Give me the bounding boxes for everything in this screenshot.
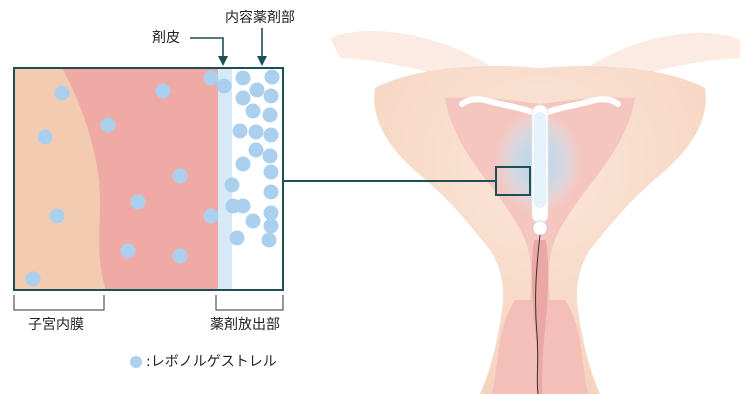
- levonorgestrel-particle: [236, 91, 251, 106]
- levonorgestrel-particle: [225, 178, 240, 193]
- iud-drug-reservoir: [534, 112, 546, 208]
- levonorgestrel-particle: [226, 199, 241, 214]
- levonorgestrel-particle: [55, 86, 70, 101]
- membrane-arrow: [190, 38, 228, 66]
- levonorgestrel-particle: [101, 118, 116, 133]
- levonorgestrel-particle: [263, 149, 278, 164]
- levonorgestrel-particle: [121, 244, 136, 259]
- levonorgestrel-particle: [264, 206, 279, 221]
- levonorgestrel-particle: [246, 214, 261, 229]
- legend-marker-dot-icon: [130, 356, 142, 368]
- levonorgestrel-particle: [264, 165, 279, 180]
- endometrium-bracket: [14, 295, 104, 310]
- levonorgestrel-particle: [204, 209, 219, 224]
- iud-bulb: [533, 221, 547, 235]
- magnified-detail: [14, 68, 283, 290]
- levonorgestrel-particle: [38, 130, 53, 145]
- uterus-illustration: [330, 31, 740, 394]
- label-drug-release-section: 薬剤放出部: [210, 318, 280, 332]
- levonorgestrel-particle: [264, 219, 279, 234]
- levonorgestrel-particle: [249, 143, 264, 158]
- levonorgestrel-particle: [246, 104, 261, 119]
- label-endometrium: 子宮内膜: [28, 318, 84, 332]
- levonorgestrel-particle: [50, 209, 65, 224]
- core-arrow: [257, 28, 267, 66]
- arrow-icon: [190, 38, 223, 60]
- label-drug-core: 内容薬剤部: [225, 11, 295, 25]
- levonorgestrel-particle: [26, 272, 41, 287]
- legend: :レボノルゲストレル: [146, 355, 277, 369]
- levonorgestrel-particle: [264, 89, 279, 104]
- levonorgestrel-particle: [204, 71, 219, 86]
- levonorgestrel-particle: [250, 83, 265, 98]
- levonorgestrel-particle: [156, 84, 171, 99]
- levonorgestrel-particle: [131, 195, 146, 210]
- levonorgestrel-particle: [173, 249, 188, 264]
- levonorgestrel-particle: [262, 233, 277, 248]
- levonorgestrel-particle: [236, 157, 251, 172]
- levonorgestrel-particle: [249, 125, 264, 140]
- levonorgestrel-particle: [217, 79, 232, 94]
- levonorgestrel-particle: [236, 71, 251, 86]
- levonorgestrel-particle: [263, 108, 278, 123]
- levonorgestrel-particle: [173, 169, 188, 184]
- label-capsule-membrane: 剤皮: [152, 31, 180, 45]
- levonorgestrel-particle: [265, 70, 280, 85]
- levonorgestrel-particle: [264, 185, 279, 200]
- legend-label: レボノルゲストレル: [151, 354, 277, 370]
- drug-release-bracket: [216, 295, 283, 310]
- levonorgestrel-particle: [230, 231, 245, 246]
- levonorgestrel-particle: [264, 128, 279, 143]
- levonorgestrel-particle: [233, 124, 248, 139]
